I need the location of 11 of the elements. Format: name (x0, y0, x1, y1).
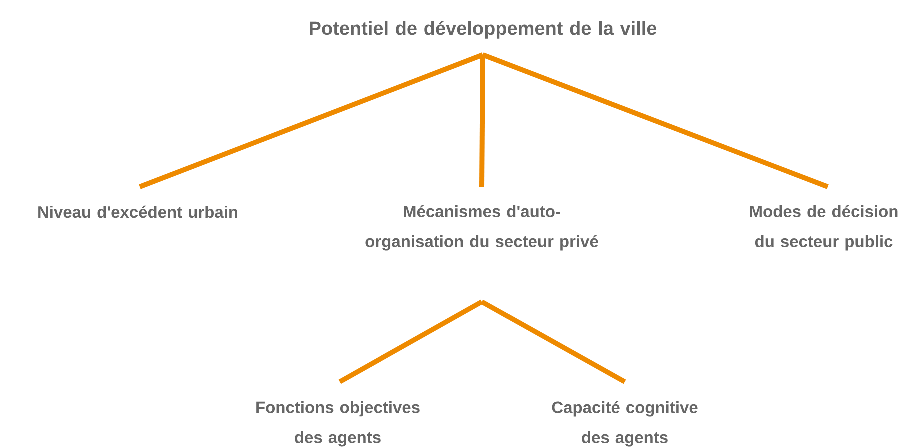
connector-line (480, 54, 486, 188)
connector-line (482, 52, 829, 190)
connector-line (338, 300, 484, 384)
node-label: Modes de décision du secteur public (750, 205, 898, 251)
title-text: Potentiel de développement de la ville (310, 21, 657, 39)
node-label: Niveau d'excédent urbain (38, 206, 238, 218)
node-label: Mécanismes d'auto-organisation du secteur privé (366, 205, 598, 251)
connector-line (139, 52, 484, 190)
node-label: Fonctions objectives des agents (256, 401, 420, 447)
node-label: Capacité cognitive des agents (552, 401, 698, 447)
connector-line (480, 300, 626, 384)
